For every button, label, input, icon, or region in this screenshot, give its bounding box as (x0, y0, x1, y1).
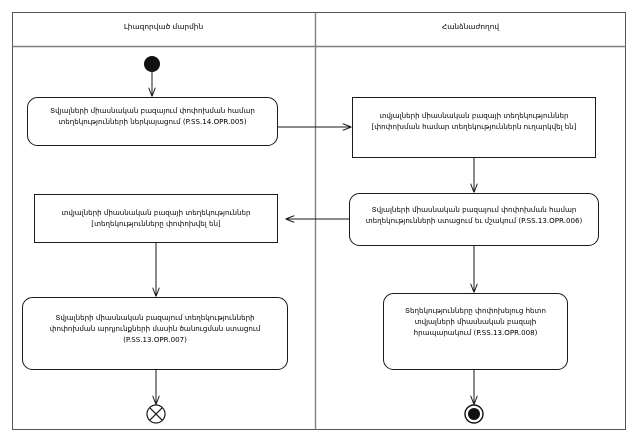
action-node-right-2[interactable] (383, 293, 568, 370)
action-node-right-1[interactable] (349, 193, 599, 246)
activity-final-node-inner-dot (468, 408, 480, 420)
object-node-left-1[interactable] (34, 194, 278, 243)
action-node-left-2[interactable] (22, 297, 288, 370)
lane-title-right: Հանձնաժողով (441, 22, 500, 31)
object-node-right-1[interactable] (352, 97, 596, 158)
action-node-left-1[interactable] (27, 97, 278, 146)
lane-title-left: Լիազորված մարմին (123, 22, 204, 31)
initial-node (144, 56, 160, 72)
flow-final-node-cross-2 (149, 407, 163, 421)
